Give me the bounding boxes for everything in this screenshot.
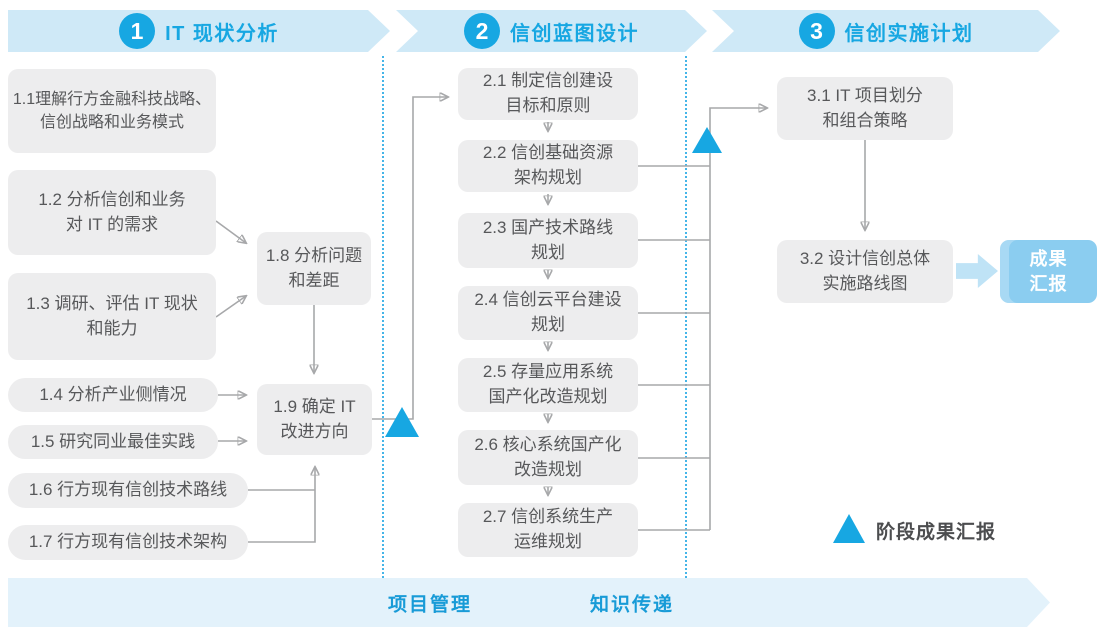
phase-title-1: IT 现状分析 (165, 22, 279, 45)
footer-label-knowledge-transfer: 知识传递 (590, 594, 675, 615)
step-box-3-2: 3.2 设计信创总体 实施路线图 (777, 240, 953, 303)
phase-title-3: 信创实施计划 (844, 22, 974, 45)
step-box-1-3: 1.3 调研、评估 IT 现状 和能力 (8, 273, 216, 360)
step-box-1-6: 1.6 行方现有信创技术路线 (8, 473, 248, 508)
phase-separator-dotted-line (382, 56, 384, 578)
phase-title-2: 信创蓝图设计 (510, 22, 639, 45)
phase-number-badge-1: 1 (119, 13, 156, 49)
step-box-1-2: 1.2 分析信创和业务 对 IT 的需求 (8, 170, 216, 255)
phase-number-badge-2: 2 (464, 13, 500, 49)
phase-banner-3: 3 信创实施计划 (712, 10, 1060, 52)
step-box-1-9: 1.9 确定 IT 改进方向 (257, 384, 372, 455)
step-box-3-1: 3.1 IT 项目划分 和组合策略 (777, 77, 953, 140)
phase-banner-2: 2 信创蓝图设计 (396, 10, 707, 52)
phase-banner-1: 1 IT 现状分析 (8, 10, 390, 52)
step-box-2-4: 2.4 信创云平台建设 规划 (458, 286, 638, 340)
footer-label-project-management: 项目管理 (388, 594, 473, 615)
legend-triangle-icon (833, 514, 865, 543)
milestone-triangle-icon (385, 407, 419, 437)
step-box-2-7: 2.7 信创系统生产 运维规划 (458, 503, 638, 557)
phase-separator-dotted-line (685, 56, 687, 578)
legend-label: 阶段成果汇报 (876, 522, 997, 543)
step-box-1-5: 1.5 研究同业最佳实践 (8, 425, 218, 459)
step-box-1-4: 1.4 分析产业侧情况 (8, 378, 218, 412)
step-box-2-2: 2.2 信创基础资源 架构规划 (458, 140, 638, 192)
step-box-2-6: 2.6 核心系统国产化 改造规划 (458, 430, 638, 485)
step-box-2-5: 2.5 存量应用系统 国产化改造规划 (458, 358, 638, 412)
footer-banner: 项目管理 知识传递 (8, 578, 1050, 627)
step-box-1-8: 1.8 分析问题 和差距 (257, 232, 371, 305)
step-box-2-1: 2.1 制定信创建设 目标和原则 (458, 68, 638, 120)
milestone-triangle-icon (692, 127, 722, 153)
phase-number-badge-3: 3 (798, 13, 835, 49)
step-box-2-3: 2.3 国产技术路线 规划 (458, 213, 638, 268)
outcome-report-box: 成果 汇报 (1000, 240, 1097, 303)
step-box-1-1: 1.1理解行方金融科技战略、 信创战略和业务模式 (8, 69, 216, 153)
step-box-1-7: 1.7 行方现有信创技术架构 (8, 525, 248, 560)
